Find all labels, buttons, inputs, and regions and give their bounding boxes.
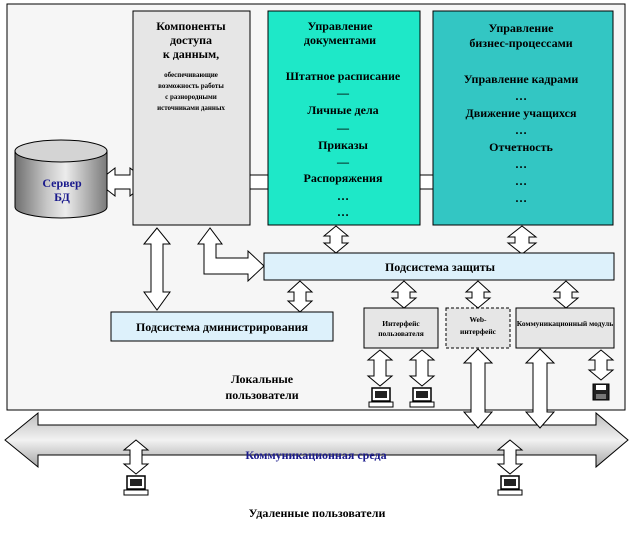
bp-title-1: Управление (489, 21, 555, 35)
docs-item-2: — (336, 86, 350, 100)
access-sub-2: возможность работы (158, 82, 224, 90)
bp-item-4: … (515, 123, 527, 137)
docs-item-9: … (337, 205, 349, 219)
data-access-block: Компоненты доступа к данным, обеспечиваю… (132, 10, 251, 226)
bp-item-7: … (515, 174, 527, 188)
computer-icon-local-2 (409, 387, 435, 408)
arrow-user-iface-local-1 (366, 349, 394, 387)
web-iface-label-1: Web- (469, 315, 487, 324)
arrow-comm-module-comm-env (524, 348, 556, 429)
bp-item-8: … (515, 191, 527, 205)
access-title-1: Компоненты (156, 19, 226, 33)
bp-item-5: Отчетность (489, 140, 553, 154)
bp-item-2: … (515, 89, 527, 103)
comm-module-label: Коммуникационный модуль (517, 319, 613, 328)
web-iface-label-2: интерфейс (460, 327, 497, 336)
arrow-comm-module-disk (587, 349, 615, 381)
docs-title-2: документами (304, 33, 376, 47)
arrow-web-iface-comm-env (462, 348, 494, 429)
server-label-2: БД (54, 190, 70, 204)
bp-item-1: Управление кадрами (464, 72, 579, 86)
bp-title-2: бизнес-процессами (469, 36, 572, 50)
comm-env-label: Коммуникационная среда (245, 448, 386, 462)
computer-icon-remote-2 (497, 475, 523, 496)
docs-item-7: Распоряжения (304, 171, 383, 185)
docs-item-3: Личные дела (307, 103, 378, 117)
bp-item-3: Движение учащихся (466, 106, 577, 120)
protection-subsystem: Подсистема защиты (263, 252, 615, 281)
server-label-1: Сервер (42, 176, 82, 190)
docs-item-1: Штатное расписание (286, 69, 401, 83)
bp-item-6: … (515, 157, 527, 171)
comm-environment-band: Коммуникационная среда (4, 411, 629, 469)
docs-item-4: — (336, 121, 350, 135)
local-users-label-1: Локальные (231, 372, 294, 386)
comm-module-box: Коммуникационный модуль (515, 307, 615, 349)
access-sub-4: источниками данных (157, 104, 225, 112)
access-sub-3: с разнородными (165, 93, 217, 101)
arrow-comm-env-remote-1 (122, 439, 150, 475)
computer-icon-remote-1 (123, 475, 149, 496)
floppy-disk-icon (592, 383, 610, 401)
admin-subsystem: Подсистема дминистрирования (110, 311, 334, 342)
business-process-block: Управление бизнес-процессами Управление … (432, 10, 614, 226)
access-title-3: к данным, (163, 47, 219, 61)
arrow-access-admin (142, 227, 172, 311)
document-management-block: Управление документами Штатное расписани… (267, 10, 421, 226)
user-iface-label-2: пользователя (378, 329, 424, 338)
remote-users-label: Удаленные пользователи (249, 506, 386, 520)
user-interface-box: Интерфейс пользователя (363, 307, 439, 349)
computer-icon-local-1 (368, 387, 394, 408)
protection-label: Подсистема защиты (385, 260, 496, 274)
server-db-cylinder: Сервер БД (14, 139, 108, 219)
docs-item-8: … (337, 189, 349, 203)
user-iface-label-1: Интерфейс (382, 319, 420, 328)
docs-title-1: Управление (308, 19, 374, 33)
access-sub-1: обеспечивающие (164, 71, 218, 79)
docs-item-6: — (336, 155, 350, 169)
docs-item-5: Приказы (318, 138, 368, 152)
local-users-label-2: пользователи (225, 388, 298, 402)
admin-label: Подсистема дминистрирования (136, 320, 309, 334)
web-interface-box: Web- интерфейс (445, 307, 511, 349)
access-title-2: доступа (170, 33, 212, 47)
arrow-comm-env-remote-2 (496, 439, 524, 475)
arrow-user-iface-local-2 (408, 349, 436, 387)
